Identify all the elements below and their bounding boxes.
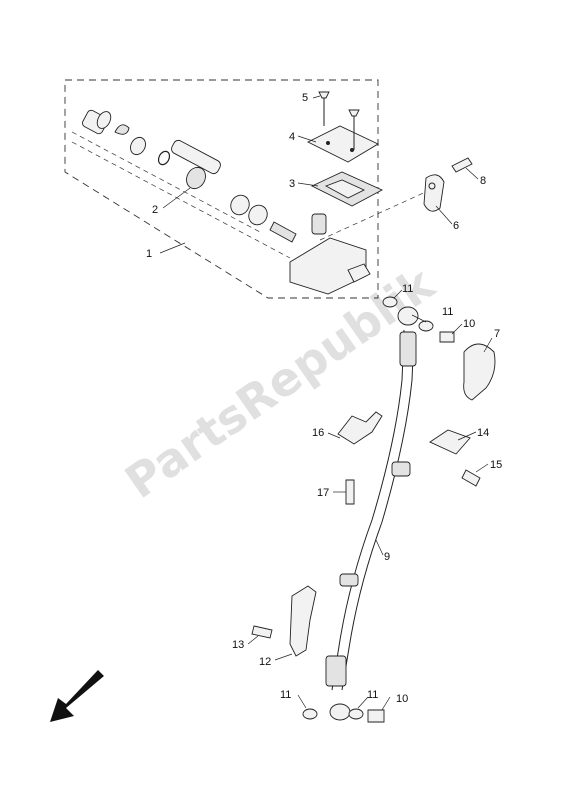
callout-10-lower: 10 [396,693,408,705]
callout-11-bottom-right: 11 [367,689,378,701]
callout-1: 1 [146,248,152,260]
callout-4: 4 [289,131,295,143]
callout-6: 6 [453,220,459,232]
callout-11-bottom-left: 11 [280,689,291,701]
brake-hose [325,306,419,721]
callout-12: 12 [259,656,271,668]
protective-cap [463,343,496,401]
callout-15: 15 [490,459,502,471]
holder-and-bolt [423,157,473,212]
callout-11-top: 11 [402,283,413,295]
hose-guides [337,411,481,505]
callout-13: 13 [232,639,244,651]
callout-8: 8 [480,175,486,187]
master-cylinder-body [289,213,371,295]
reservoir-cap-group [306,91,384,207]
callout-5: 5 [302,92,308,104]
lower-guide [251,585,317,657]
callout-10-upper: 10 [463,318,475,330]
callout-9: 9 [384,551,390,563]
union-bolts [367,331,455,723]
callout-11-right: 11 [442,306,453,318]
alignment-lines [71,131,431,259]
callout-2: 2 [152,204,158,216]
leader-lines [159,95,493,711]
callout-labels: 1 2 3 4 5 6 7 8 9 10 10 11 11 11 11 12 1… [146,92,502,705]
copper-washers [302,296,434,720]
front-direction-arrow-icon [50,670,104,722]
piston-kit [82,109,297,243]
callout-17: 17 [317,487,329,499]
callout-7: 7 [494,328,500,340]
callout-14: 14 [477,427,489,439]
callout-16: 16 [312,427,324,439]
callout-3: 3 [289,178,295,190]
